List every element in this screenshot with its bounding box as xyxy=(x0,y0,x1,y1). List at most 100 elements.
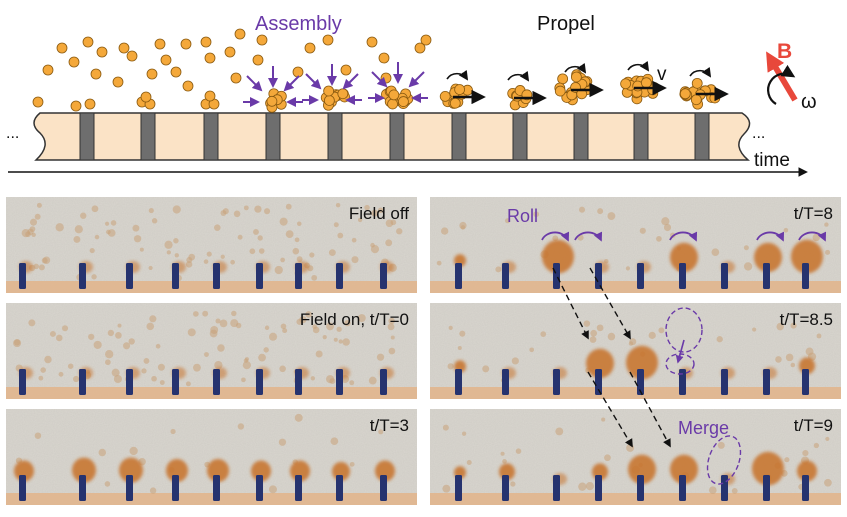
free-particle xyxy=(146,322,155,331)
free-particle xyxy=(597,208,604,215)
free-particle xyxy=(193,311,199,317)
free-particle xyxy=(202,310,209,317)
cluster xyxy=(14,460,34,482)
particle xyxy=(230,72,242,84)
panel-post xyxy=(256,475,263,501)
particle xyxy=(554,85,566,97)
free-particle xyxy=(335,202,341,208)
free-particle xyxy=(305,311,312,318)
free-particle xyxy=(231,310,237,317)
panel-post xyxy=(256,369,263,395)
free-particle xyxy=(258,353,266,362)
free-particle xyxy=(58,371,64,377)
cluster xyxy=(754,242,782,273)
panel-post xyxy=(172,369,179,395)
free-particle xyxy=(132,224,140,232)
free-particle xyxy=(578,206,586,213)
channel-post xyxy=(327,112,343,161)
cluster xyxy=(797,460,817,482)
particle xyxy=(170,66,182,78)
free-particle xyxy=(264,325,270,330)
free-particle xyxy=(243,205,249,211)
panel-label: t/T=9 xyxy=(794,416,833,435)
panel-post xyxy=(679,369,686,395)
panel-post xyxy=(637,475,644,501)
free-particle xyxy=(805,347,814,356)
trajectory-2 xyxy=(589,267,631,340)
cluster xyxy=(290,460,310,482)
free-particle xyxy=(280,257,285,263)
free-particle xyxy=(40,367,46,373)
free-particle xyxy=(540,331,547,337)
free-particle xyxy=(639,227,646,234)
particle xyxy=(252,54,264,66)
free-particle xyxy=(233,210,241,218)
free-particle xyxy=(440,227,449,235)
free-particle xyxy=(351,256,359,264)
cluster xyxy=(207,459,229,483)
particle xyxy=(690,94,702,106)
rotation-arrow xyxy=(507,70,530,82)
particle xyxy=(154,38,166,50)
particle xyxy=(388,89,400,101)
channel-post xyxy=(694,112,710,161)
free-particle xyxy=(174,253,179,258)
ellipsis-left: ... xyxy=(6,125,19,142)
particle xyxy=(82,36,94,48)
free-particle xyxy=(349,461,355,467)
free-particle xyxy=(187,328,196,337)
free-particle xyxy=(296,256,303,263)
free-particle xyxy=(344,319,351,327)
free-particle xyxy=(716,336,723,343)
panel-grain xyxy=(6,197,417,293)
panel-label: t/T=8.5 xyxy=(780,310,833,329)
particle xyxy=(323,95,335,106)
free-particle xyxy=(254,205,262,213)
free-particle xyxy=(220,254,225,259)
particle xyxy=(204,52,216,64)
rotation-arrow xyxy=(446,69,469,81)
free-particle xyxy=(436,260,442,266)
free-particle xyxy=(333,222,339,228)
free-particle xyxy=(274,265,283,275)
panel-post xyxy=(79,475,86,501)
free-particle xyxy=(55,223,64,232)
panel-post xyxy=(637,263,644,289)
assembly-arrow xyxy=(342,73,359,90)
free-particle xyxy=(292,247,300,255)
cluster-outline-t85 xyxy=(665,307,703,353)
panel-post xyxy=(19,369,26,395)
cluster xyxy=(791,239,823,274)
free-particle xyxy=(38,264,45,271)
particle xyxy=(56,42,68,54)
free-particle xyxy=(285,203,292,210)
free-particle xyxy=(376,353,385,361)
assembly-arrow xyxy=(305,73,322,90)
free-particle xyxy=(329,378,336,385)
panel-post xyxy=(295,263,302,289)
cluster xyxy=(542,239,574,274)
free-particle xyxy=(466,459,472,465)
panel-post xyxy=(553,369,560,395)
panel-right-2: t/T=8.5 xyxy=(430,303,841,399)
cluster xyxy=(628,454,656,485)
rotation-arrows xyxy=(446,60,729,106)
panel-floor xyxy=(430,281,841,293)
free-particle xyxy=(215,318,221,324)
panel-right-3: t/T=9 xyxy=(430,409,841,505)
free-particle xyxy=(279,365,286,373)
free-particle xyxy=(242,360,251,370)
panel-post xyxy=(295,475,302,501)
particle xyxy=(96,46,108,58)
assembly-arrow xyxy=(408,71,425,88)
free-particle xyxy=(111,368,120,377)
assembly-label: Assembly xyxy=(255,13,342,35)
merge-label: Merge xyxy=(678,418,729,438)
free-particle xyxy=(104,221,110,226)
free-particle xyxy=(378,429,384,435)
particle xyxy=(322,34,334,46)
free-particle xyxy=(139,247,144,252)
free-particle xyxy=(237,234,243,240)
panel-post xyxy=(126,369,133,395)
free-particle xyxy=(357,314,366,323)
